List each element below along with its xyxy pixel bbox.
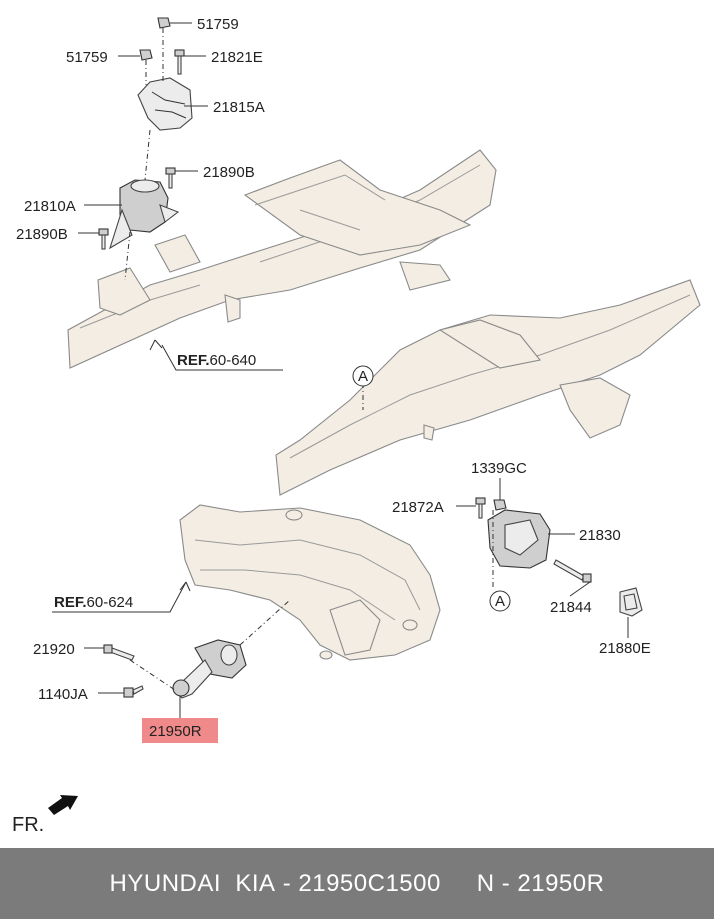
footer-prefix: N xyxy=(476,869,495,897)
transmission-mount-21830 xyxy=(487,509,551,569)
footer-gap xyxy=(441,870,477,898)
label-21810a: 21810A xyxy=(24,198,76,215)
upper-frame-rail xyxy=(67,149,497,369)
circle-a-marker-lower: A xyxy=(489,590,511,612)
exploded-parts-diagram: A A 51759 51759 21821E 21815A 21890B 218… xyxy=(12,16,701,836)
label-21880e: 21880E xyxy=(599,640,651,657)
ref-number-2: 60-624 xyxy=(87,594,134,611)
nut-1339gc xyxy=(493,499,507,511)
front-direction-indicator: FR. xyxy=(12,795,78,836)
bolt-21872a xyxy=(475,497,486,519)
label-51759-left: 51759 xyxy=(66,49,108,66)
label-1339gc: 1339GC xyxy=(471,460,527,477)
highlight-box xyxy=(142,718,218,743)
bolt-1140ja xyxy=(123,685,144,698)
ref-label-60-640: REF.60-640 xyxy=(177,352,256,369)
ref-word-2: REF. xyxy=(54,594,87,611)
label-21844: 21844 xyxy=(550,599,592,616)
bolt-21844 xyxy=(553,559,592,583)
bolt-21821e xyxy=(174,49,185,75)
label-1140ja: 1140JA xyxy=(38,686,88,703)
footer-part-number: 21950C1500 xyxy=(298,869,441,897)
bolt-21920 xyxy=(103,644,135,661)
label-21872a: 21872A xyxy=(392,499,444,516)
circle-a-marker-upper: A xyxy=(352,365,374,387)
plate-21880e xyxy=(619,587,643,617)
mount-bracket-21815a xyxy=(137,77,193,131)
leader-lines xyxy=(52,22,629,720)
circle-a-label-lower: A xyxy=(495,593,505,610)
label-21920: 21920 xyxy=(33,641,75,658)
nut-51759 xyxy=(139,17,171,61)
footer-brand: HYUNDAI KIA xyxy=(109,869,276,897)
circle-a-label-upper: A xyxy=(358,368,368,385)
part-info-footer: HYUNDAI KIA - 21950C1500 N - 21950R xyxy=(0,848,714,919)
front-subframe xyxy=(179,504,441,661)
assembly-center-lines xyxy=(124,28,494,691)
footer-ref-code: 21950R xyxy=(517,869,605,897)
ref-word-1: REF. xyxy=(177,352,210,369)
bolt-21890b-upper xyxy=(165,167,176,189)
ref-label-60-624: REF.60-624 xyxy=(54,594,133,611)
middle-frame-rail xyxy=(275,279,701,496)
label-21830: 21830 xyxy=(579,527,621,544)
label-51759-top: 51759 xyxy=(197,16,239,33)
label-21950r: 21950R xyxy=(149,723,202,740)
engine-mount-21810a xyxy=(109,179,180,250)
label-21890b-left: 21890B xyxy=(16,226,68,243)
bolt-21890b-lower xyxy=(98,228,109,250)
ref-number-1: 60-640 xyxy=(210,352,257,369)
label-21821e: 21821E xyxy=(211,49,263,66)
front-label: FR. xyxy=(12,814,44,836)
footer-separator-1: - xyxy=(275,869,299,897)
roll-rod-21950r xyxy=(172,639,247,699)
label-21815a: 21815A xyxy=(213,99,265,116)
label-21890b-right: 21890B xyxy=(203,164,255,181)
footer-separator-2: - xyxy=(494,869,518,897)
front-arrow-icon xyxy=(48,795,78,815)
